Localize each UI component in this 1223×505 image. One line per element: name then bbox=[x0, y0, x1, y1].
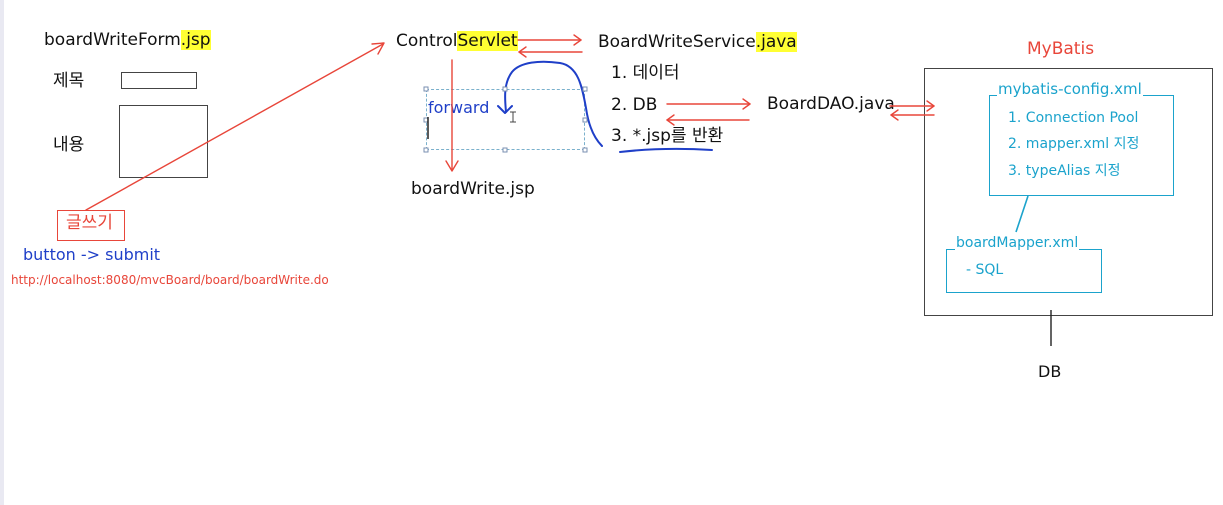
forward-label: forward bbox=[428, 98, 490, 117]
config-item-3: 3. typeAlias 지정 bbox=[1008, 163, 1121, 179]
return-loop-stroke bbox=[504, 60, 603, 147]
service-name-ext: .java bbox=[755, 32, 797, 52]
mapper-item-1: - SQL bbox=[966, 262, 1004, 278]
arrow-form-to-controller bbox=[85, 43, 384, 211]
controller-name-prefix: Control bbox=[396, 31, 458, 51]
config-title: mybatis-config.xml bbox=[997, 80, 1143, 98]
db-label: DB bbox=[1038, 362, 1062, 381]
mapper-title: boardMapper.xml bbox=[955, 235, 1080, 251]
forward-target: boardWrite.jsp bbox=[411, 179, 535, 199]
config-item-2: 2. mapper.xml 지정 bbox=[1008, 136, 1140, 152]
underline-stroke bbox=[619, 147, 713, 153]
arrow-mybatis-to-dao-head bbox=[890, 109, 899, 121]
form-file-ext: .jsp bbox=[180, 30, 211, 50]
service-name-prefix: BoardWriteService bbox=[598, 32, 756, 52]
return-loop-stroke-head bbox=[497, 105, 513, 114]
dao-title: BoardDAO.java bbox=[767, 94, 895, 114]
button-submit-note: button -> submit bbox=[23, 245, 161, 264]
form-file-title: boardWriteForm.jsp bbox=[44, 30, 211, 50]
arrow-form-to-controller-head bbox=[371, 42, 385, 55]
service-step-3: 3. *.jsp를 반환 bbox=[611, 126, 724, 146]
selection-handles bbox=[423, 86, 588, 153]
controller-title: ControlServlet bbox=[396, 31, 518, 51]
arrow-forward-down-head bbox=[445, 160, 459, 172]
config-item-1: 1. Connection Pool bbox=[1008, 110, 1139, 126]
service-title: BoardWriteService.java bbox=[598, 32, 797, 52]
service-step-2: 2. DB bbox=[611, 95, 658, 115]
service-step-1: 1. 데이터 bbox=[611, 63, 680, 83]
form-file-name: boardWriteForm bbox=[44, 30, 181, 50]
arrow-dao-to-service-head bbox=[666, 114, 675, 126]
config-to-mapper-line bbox=[1015, 195, 1029, 233]
content-label: 내용 bbox=[53, 135, 85, 155]
request-url: http://localhost:8080/mvcBoard/board/boa… bbox=[11, 273, 329, 287]
controller-name-highlight: Servlet bbox=[457, 31, 518, 51]
title-input-sketch bbox=[121, 72, 197, 89]
arrow-service-to-dao-head bbox=[742, 98, 751, 110]
arrow-service-to-controller-head bbox=[518, 46, 527, 58]
write-button-label: 글쓰기 bbox=[66, 213, 113, 233]
arrow-dao-to-mybatis-head bbox=[926, 100, 935, 112]
arrow-controller-to-service-head bbox=[573, 34, 582, 46]
write-button-sketch bbox=[57, 210, 125, 241]
mybatis-title: MyBatis bbox=[1027, 39, 1095, 59]
window-left-edge bbox=[0, 0, 4, 505]
mybatis-container bbox=[924, 68, 1213, 316]
title-label: 제목 bbox=[53, 71, 85, 91]
ibeam-cursor-icon bbox=[510, 111, 516, 123]
